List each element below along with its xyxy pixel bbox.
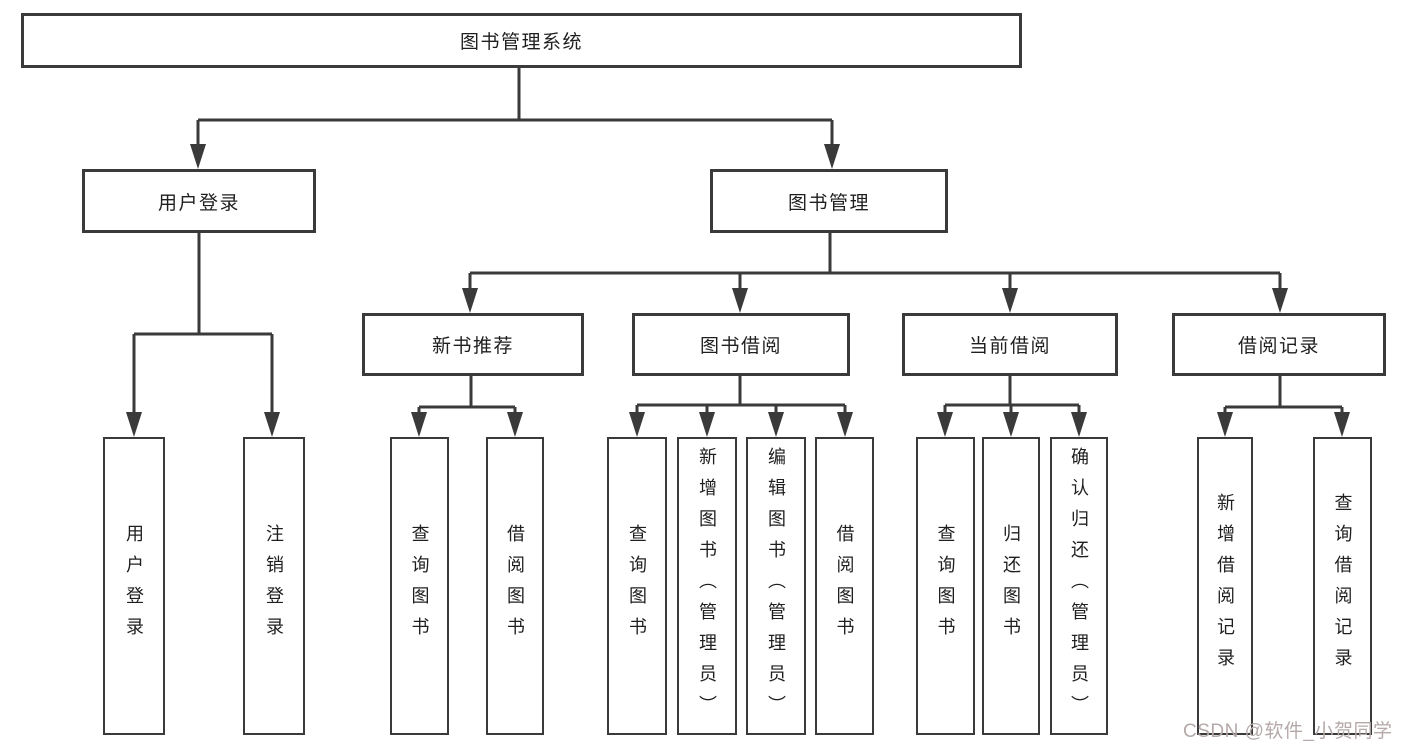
node-current-borrow: 当前借阅	[902, 313, 1118, 376]
node-label: 查询图书	[627, 524, 647, 648]
leaf-return-book: 归还图书	[982, 437, 1040, 735]
node-label: 图书借阅	[699, 336, 782, 357]
leaf-add-book-admin: 新增图书（管理员）	[677, 437, 737, 735]
node-label: 归还图书	[1001, 524, 1021, 648]
arrowhead	[629, 412, 645, 437]
connector-root-to-level1	[190, 68, 840, 169]
arrowhead	[837, 412, 853, 437]
arrowhead	[1071, 412, 1087, 437]
node-label: 借阅图书	[834, 524, 855, 648]
arrowhead	[411, 412, 427, 437]
node-label: 借阅记录	[1237, 336, 1320, 357]
node-borrow-records: 借阅记录	[1172, 313, 1386, 376]
connector-records-children	[1217, 376, 1350, 437]
node-label: 查询图书	[409, 524, 430, 648]
arrowhead	[507, 412, 523, 437]
leaf-logout-login: 注销登录	[243, 437, 305, 735]
node-label: 当前借阅	[968, 336, 1051, 357]
leaf-query-book-current: 查询图书	[916, 437, 975, 735]
leaf-borrow-book: 借阅图书	[815, 437, 874, 735]
arrowhead	[699, 412, 715, 437]
arrowhead	[824, 144, 840, 169]
leaf-edit-book-admin: 编辑图书（管理员）	[746, 437, 806, 735]
node-label: 借阅图书	[505, 524, 525, 648]
leaf-query-borrow-record: 查询借阅记录	[1313, 437, 1372, 735]
connector-book-mgmt-children	[462, 233, 1288, 313]
node-label: 图书管理系统	[459, 32, 583, 53]
arrowhead	[126, 412, 142, 437]
connector-newbook-children	[411, 376, 523, 437]
node-label: 新增借阅记录	[1215, 493, 1235, 679]
arrowhead	[732, 288, 748, 313]
arrowhead	[264, 412, 280, 437]
node-new-book-recommend: 新书推荐	[362, 313, 584, 376]
arrowhead	[1272, 288, 1288, 313]
csdn-watermark: CSDN @软件_小贺同学	[1183, 721, 1393, 742]
arrowhead	[768, 412, 784, 437]
connector-user-login-children	[126, 233, 280, 437]
connector-current-children	[937, 376, 1087, 437]
connector-borrow-children	[629, 376, 853, 437]
node-label: 注销登录	[264, 524, 284, 648]
node-label: 编辑图书（管理员）	[766, 446, 786, 726]
arrowhead	[1003, 412, 1019, 437]
node-book-management: 图书管理	[710, 169, 948, 233]
leaf-borrow-book-newbook: 借阅图书	[486, 437, 544, 735]
node-label: 图书管理	[787, 192, 870, 214]
node-label: 确认归还（管理员）	[1069, 446, 1089, 726]
node-library-management-system: 图书管理系统	[21, 13, 1022, 68]
arrowhead	[190, 144, 206, 169]
arrowhead	[1334, 412, 1350, 437]
node-label: 查询借阅记录	[1332, 493, 1353, 679]
leaf-query-book-newbook: 查询图书	[390, 437, 449, 735]
leaf-add-borrow-record: 新增借阅记录	[1197, 437, 1253, 735]
node-label: 用户登录	[124, 524, 144, 648]
leaf-query-book-borrow: 查询图书	[607, 437, 667, 735]
node-book-borrow: 图书借阅	[632, 313, 850, 376]
arrowhead	[462, 288, 478, 313]
node-label: 新增图书（管理员）	[697, 446, 717, 726]
arrowhead	[937, 412, 953, 437]
arrowhead	[1002, 288, 1018, 313]
node-user-login: 用户登录	[82, 169, 316, 233]
node-label: 新书推荐	[431, 336, 514, 357]
node-label: 查询图书	[935, 524, 956, 648]
leaf-confirm-return-admin: 确认归还（管理员）	[1050, 437, 1108, 735]
arrowhead	[1217, 412, 1233, 437]
node-label: 用户登录	[157, 192, 240, 214]
leaf-user-login: 用户登录	[103, 437, 165, 735]
